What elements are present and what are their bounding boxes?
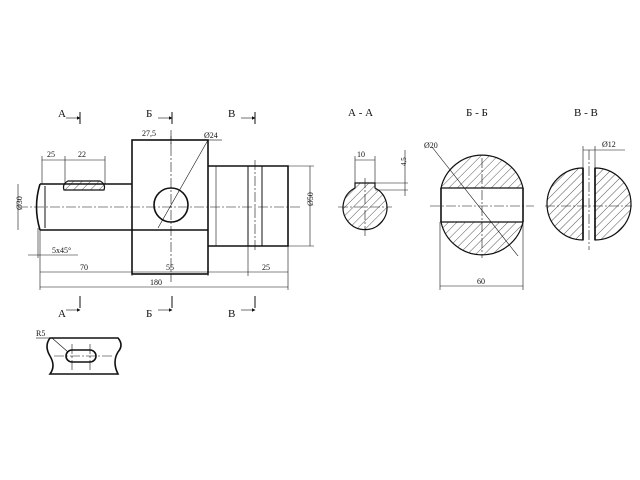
dimension-lines (17, 136, 314, 290)
section-v-v: В - В Ø12 (545, 107, 632, 250)
title-v-v: В - В (574, 107, 598, 119)
dim-70: 70 (80, 263, 88, 272)
dim-22: 22 (78, 150, 86, 159)
dim-55: 55 (166, 263, 174, 272)
section-v-v-left (546, 167, 584, 241)
dim-r5: R5 (36, 329, 45, 338)
detail-slot-view: R5 (36, 329, 122, 375)
section-markers-bottom (66, 296, 256, 312)
section-a-a: А - А 10 4,5 (338, 107, 408, 236)
dim-25-top: 25 (47, 150, 55, 159)
dim-27-5: 27,5 (142, 129, 156, 138)
dim-d20: Ø20 (424, 141, 438, 150)
section-b-b: Б - Б Ø20 60 (424, 107, 534, 290)
leader-d20 (431, 146, 519, 257)
shaft-main-view: А Б В А Б В Ø30 Ø50 25 22 27,5 Ø24 5x45°… (15, 108, 315, 320)
dim-chamfer: 5x45° (52, 246, 71, 255)
dim-d50: Ø50 (306, 192, 315, 206)
shaft-left-end (35, 183, 41, 231)
section-label-v-top: В (228, 108, 235, 120)
dim-d24: Ø24 (204, 131, 218, 140)
dim-d12: Ø12 (602, 140, 616, 149)
section-label-a-top: А (58, 108, 66, 120)
section-v-v-right (594, 167, 632, 241)
keyway-section (62, 180, 106, 191)
dim-4-5: 4,5 (400, 157, 408, 166)
section-label-b-bottom: Б (146, 308, 152, 320)
section-label-b-top: Б (146, 108, 152, 120)
dim-10: 10 (357, 150, 365, 159)
title-a-a: А - А (348, 107, 373, 119)
detail-outline (46, 337, 122, 375)
dim-25-right: 25 (262, 263, 270, 272)
dim-d30: Ø30 (15, 196, 24, 210)
section-markers-top (66, 112, 256, 124)
section-label-v-bottom: В (228, 308, 235, 320)
title-b-b: Б - Б (466, 107, 488, 119)
dim-180: 180 (150, 278, 162, 287)
section-label-a-bottom: А (58, 308, 66, 320)
dim-60: 60 (477, 277, 485, 286)
